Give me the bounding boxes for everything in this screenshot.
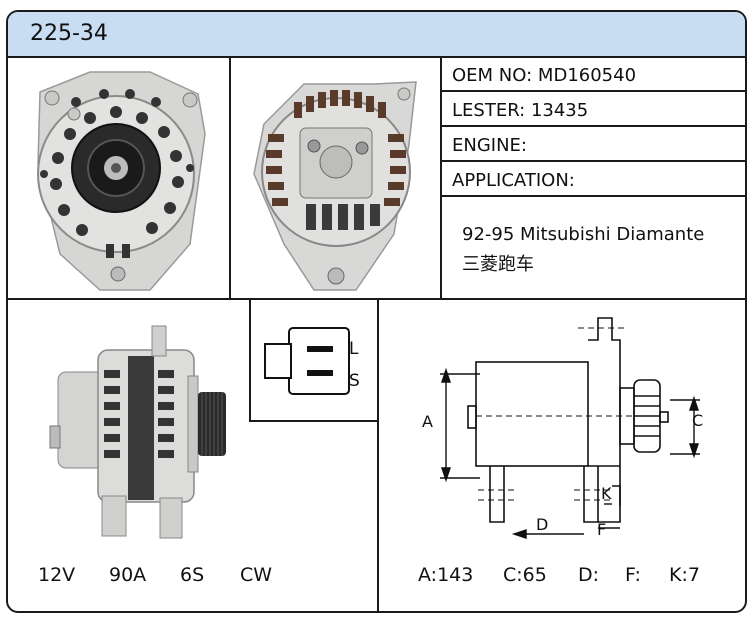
- connector-box-left: [249, 300, 251, 422]
- application-chinese: 三菱跑车: [462, 254, 534, 275]
- divider-row3: [440, 160, 745, 162]
- engine-label: ENGINE:: [452, 135, 527, 156]
- application-label: APPLICATION:: [452, 170, 575, 191]
- spec-rotation: CW: [240, 564, 273, 586]
- alternator-front-view: [37, 71, 206, 291]
- connector-box-bottom: [249, 420, 379, 422]
- divider-info: [440, 56, 442, 300]
- header-bar: 225-34: [8, 12, 745, 58]
- divider-row1: [440, 90, 745, 92]
- oem-row: OEM NO: MD160540: [452, 65, 636, 86]
- pin-l-bar: [307, 346, 333, 352]
- application-vehicle: 92-95 Mitsubishi Diamante: [462, 224, 705, 245]
- dimension-a: A:143: [418, 564, 474, 586]
- alternator-side-view: [49, 325, 226, 539]
- dimension-drawing: [440, 317, 700, 539]
- pin-l-label: L: [349, 339, 359, 359]
- dimension-k: K:7: [669, 564, 700, 586]
- diagram-letter-d: D: [536, 515, 549, 534]
- product-card: 225-34 OEM NO: MD160540 LESTER: 13435 EN…: [6, 10, 747, 613]
- divider-lower: [377, 300, 379, 611]
- oem-label: OEM NO:: [452, 65, 533, 86]
- spec-pulley: 6S: [180, 564, 205, 586]
- divider-photos: [229, 56, 231, 300]
- lester-row: LESTER: 13435: [452, 100, 588, 121]
- diagram-letter-f: F: [597, 520, 607, 539]
- dimension-c: C:65: [503, 564, 547, 586]
- connector-diagram: [264, 327, 350, 395]
- alternator-rear-view: [253, 81, 417, 291]
- pin-s-label: S: [349, 371, 360, 391]
- spec-amperage: 90A: [109, 564, 147, 586]
- dimension-d: D:: [578, 564, 600, 586]
- dimension-f: F:: [625, 564, 641, 586]
- divider-horizontal-main: [8, 298, 745, 300]
- lester-label: LESTER:: [452, 100, 526, 121]
- oem-value: MD160540: [537, 65, 637, 86]
- diagram-letter-k: K: [601, 484, 612, 503]
- diagram-letter-a: A: [422, 412, 433, 431]
- part-number: 225-34: [30, 21, 108, 46]
- divider-row4: [440, 195, 745, 197]
- spec-voltage: 12V: [38, 564, 76, 586]
- divider-row2: [440, 125, 745, 127]
- pin-s-bar: [307, 370, 333, 376]
- lester-value: 13435: [530, 100, 589, 121]
- diagram-letter-c: C: [692, 411, 704, 430]
